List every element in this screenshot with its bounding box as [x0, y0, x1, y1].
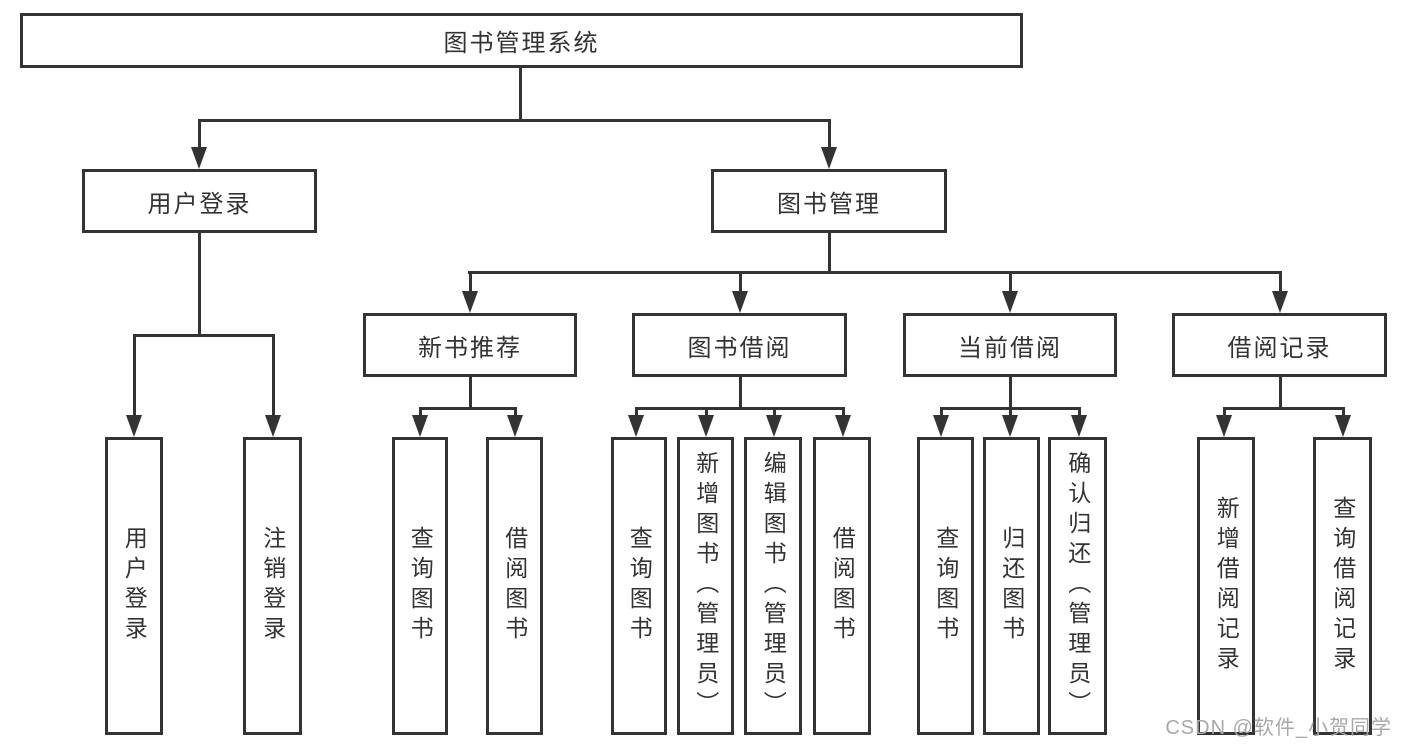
node-label: 用户登录	[147, 190, 252, 218]
leaf-query-books-borrow: 查询图书	[611, 437, 667, 735]
connector-line	[514, 407, 517, 415]
arrowhead-down	[732, 291, 748, 313]
arrowhead-down	[933, 415, 949, 437]
leaf-label: 查询图书	[407, 526, 434, 646]
arrowhead-down	[126, 415, 142, 437]
leaf-label: 用户登录	[121, 526, 148, 646]
connector-line	[1009, 271, 1012, 291]
connector-line	[739, 271, 742, 291]
node-label: 新书推荐	[418, 334, 522, 362]
leaf-borrow-books: 借阅图书	[813, 437, 871, 735]
connector-line	[272, 334, 275, 415]
arrowhead-down	[507, 415, 523, 437]
arrowhead-down	[265, 415, 281, 437]
leaf-query-books-current: 查询图书	[917, 437, 974, 735]
node-label: 借阅记录	[1227, 334, 1332, 362]
connector-line	[705, 407, 708, 415]
connector-line	[519, 68, 522, 119]
connector-line	[828, 119, 831, 149]
connector-line	[773, 407, 776, 415]
arrowhead-down	[1272, 291, 1288, 313]
connector-line	[1223, 407, 1226, 415]
leaf-label: 借阅图书	[501, 526, 528, 646]
arrowhead-down	[1002, 291, 1018, 313]
node-book-management: 图书管理	[711, 169, 947, 233]
leaf-query-books-recommend: 查询图书	[392, 437, 448, 735]
leaf-label: 新增借阅记录	[1213, 496, 1240, 676]
connector-line	[198, 119, 201, 149]
arrowhead-down	[628, 415, 644, 437]
node-label: 图书借阅	[687, 334, 792, 362]
arrowhead-down	[412, 415, 428, 437]
leaf-label: 归还图书	[998, 526, 1025, 646]
section-borrow-records: 借阅记录	[1172, 313, 1387, 377]
connector-line	[1223, 407, 1345, 410]
arrowhead-down	[698, 415, 714, 437]
arrowhead-down	[1071, 415, 1087, 437]
connector-line	[198, 233, 201, 336]
connector-line	[1009, 407, 1012, 415]
arrowhead-down	[821, 147, 837, 169]
leaf-return-book: 归还图书	[983, 437, 1040, 735]
leaf-add-book-admin: 新增图书（管理员）	[677, 437, 734, 735]
root-node: 图书管理系统	[20, 13, 1023, 68]
connector-line	[635, 407, 845, 410]
connector-line	[828, 233, 831, 273]
leaf-query-borrow-record: 查询借阅记录	[1313, 437, 1372, 735]
arrowhead-down	[766, 415, 782, 437]
connector-line	[635, 407, 638, 415]
leaf-user-login: 用户登录	[105, 437, 163, 735]
leaf-logout: 注销登录	[243, 437, 302, 735]
arrowhead-down	[462, 291, 478, 313]
connector-line	[198, 119, 831, 122]
arrowhead-down	[1335, 415, 1351, 437]
arrowhead-down	[191, 147, 207, 169]
connector-line	[842, 407, 845, 415]
connector-line	[1342, 407, 1345, 415]
arrowhead-down	[1002, 415, 1018, 437]
leaf-borrow-books-recommend: 借阅图书	[486, 437, 543, 735]
leaf-edit-book-admin: 编辑图书（管理员）	[744, 437, 802, 735]
connector-line	[468, 271, 1282, 274]
connector-line	[469, 271, 472, 291]
connector-line	[419, 407, 517, 410]
leaf-label: 查询图书	[932, 526, 959, 646]
connector-line	[739, 377, 742, 409]
leaf-label: 确认归还（管理员）	[1064, 451, 1091, 721]
connector-line	[1078, 407, 1081, 415]
root-node-label: 图书管理系统	[443, 30, 600, 57]
node-user-login: 用户登录	[82, 169, 317, 233]
connector-line	[419, 407, 422, 415]
connector-line	[940, 407, 943, 415]
section-new-book-recommend: 新书推荐	[363, 313, 577, 377]
connector-line	[1279, 271, 1282, 291]
connector-line	[1279, 377, 1282, 409]
leaf-label: 查询借阅记录	[1329, 496, 1356, 676]
node-label: 当前借阅	[958, 334, 1062, 362]
leaf-add-borrow-record: 新增借阅记录	[1197, 437, 1255, 735]
section-book-borrow: 图书借阅	[632, 313, 847, 377]
connector-line	[133, 334, 275, 337]
node-label: 图书管理	[777, 190, 881, 218]
leaf-label: 新增图书（管理员）	[692, 451, 719, 721]
arrowhead-down	[835, 415, 851, 437]
connector-line	[133, 334, 136, 415]
arrowhead-down	[1216, 415, 1232, 437]
connector-line	[1009, 377, 1012, 409]
leaf-label: 查询图书	[626, 526, 653, 646]
leaf-label: 编辑图书（管理员）	[760, 451, 787, 721]
section-current-borrow: 当前借阅	[903, 313, 1117, 377]
csdn-watermark: CSDN @软件_小贺同学	[1165, 717, 1392, 739]
leaf-label: 借阅图书	[829, 526, 856, 646]
leaf-label: 注销登录	[259, 526, 286, 646]
leaf-confirm-return-admin: 确认归还（管理员）	[1048, 437, 1107, 735]
connector-line	[469, 377, 472, 409]
